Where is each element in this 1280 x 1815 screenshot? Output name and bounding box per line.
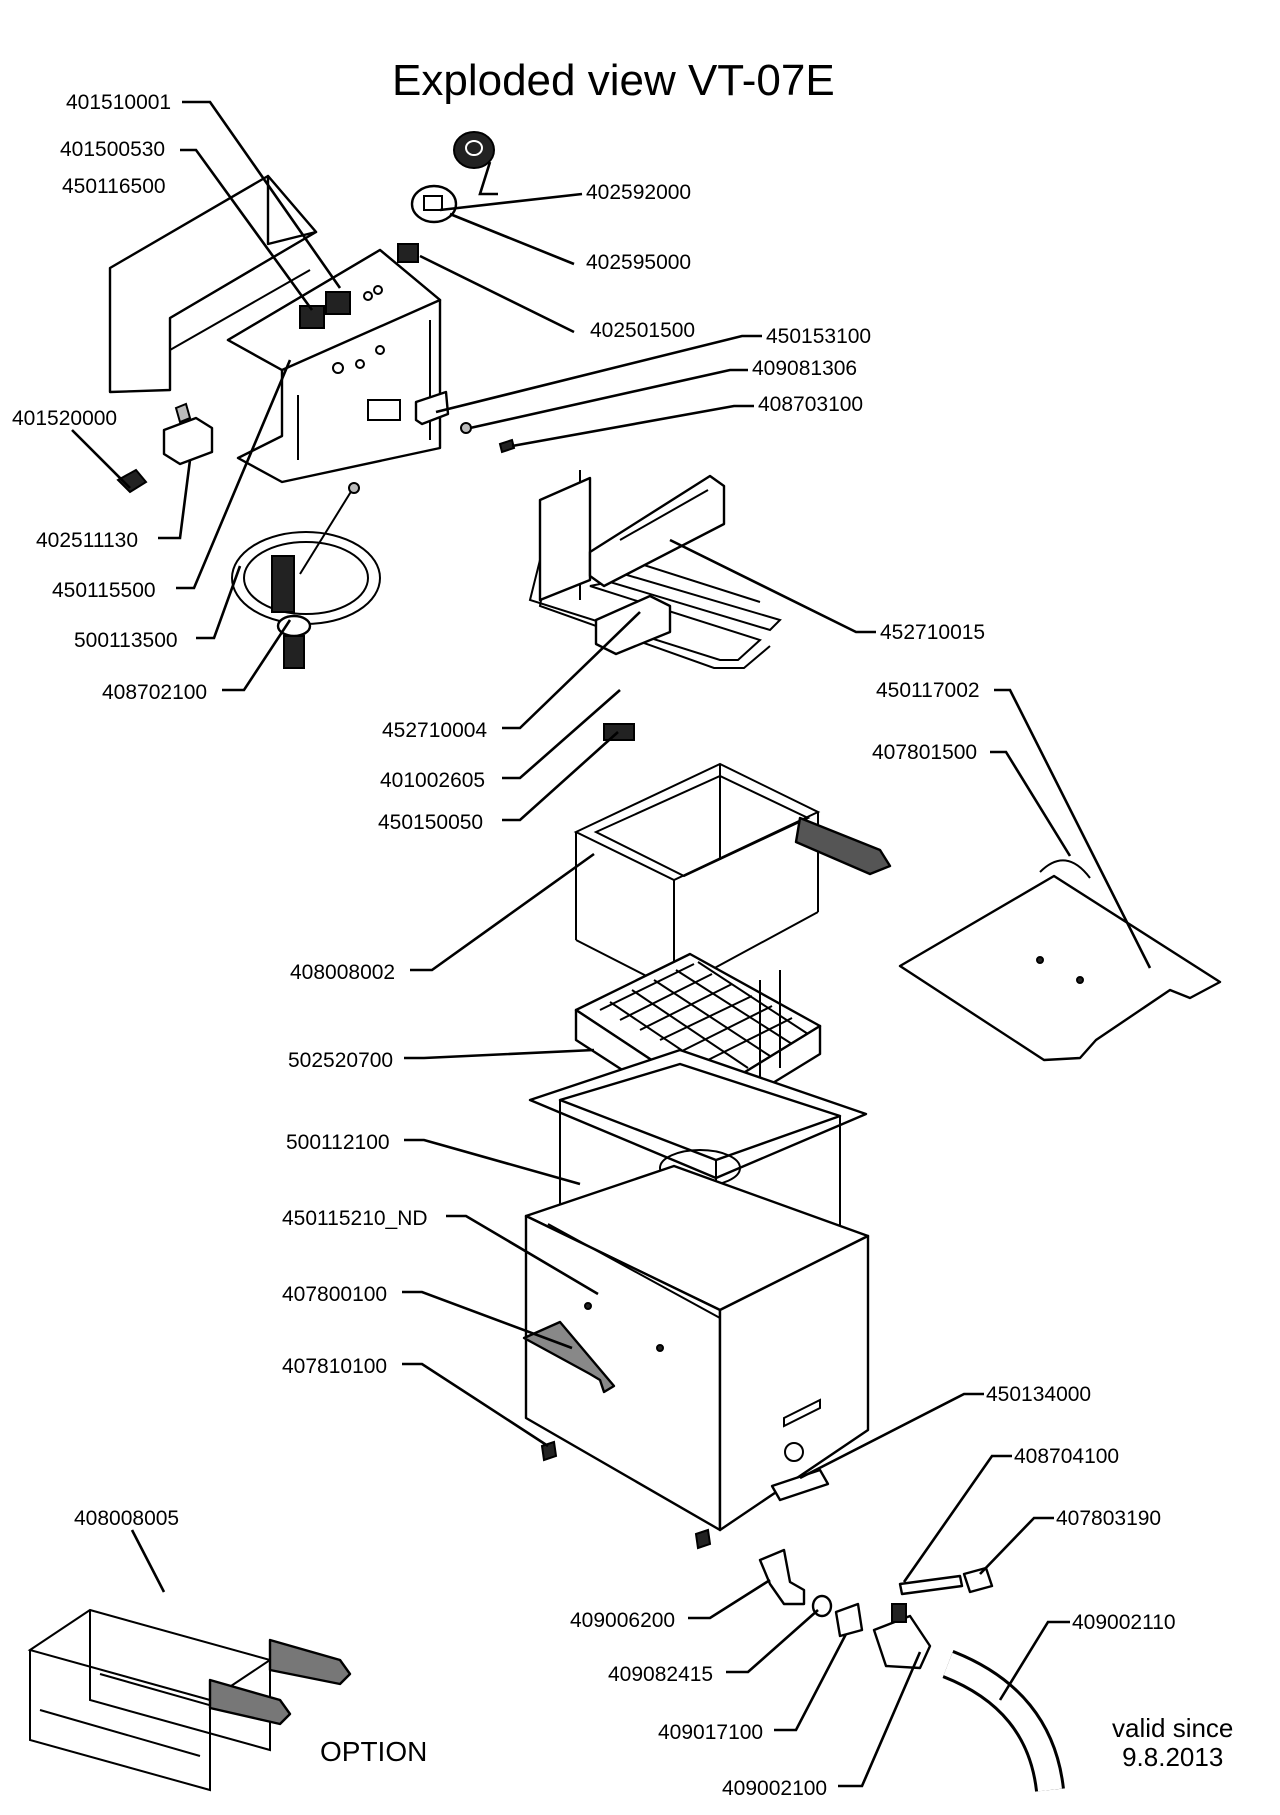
- part-label: 401520000: [12, 407, 118, 430]
- part-label: 409017100: [658, 1721, 764, 1744]
- part-label: 500112100: [286, 1131, 390, 1154]
- part-label: 450115210_ND: [282, 1207, 428, 1230]
- option-label: OPTION: [320, 1736, 428, 1767]
- part-label: 409082415: [608, 1663, 714, 1686]
- leader-lines: [71, 100, 1152, 1788]
- part-label: 401002605: [380, 769, 486, 792]
- part-label: 409081306: [752, 357, 858, 380]
- drain-elbow-part: [758, 1548, 806, 1606]
- part-label: 409002110: [1072, 1611, 1176, 1634]
- part-label: 450115500: [52, 579, 156, 602]
- part-label: 409002100: [722, 1777, 828, 1800]
- part-label: 402501500: [590, 319, 696, 342]
- control-housing-part: [226, 243, 442, 484]
- part-label: 402511130: [36, 529, 138, 552]
- knob-part: [453, 131, 495, 169]
- part-label: 402592000: [586, 181, 692, 204]
- part-label: 407810100: [282, 1355, 388, 1378]
- part-label: 408702100: [102, 681, 208, 704]
- part-label: 450150050: [378, 811, 484, 834]
- part-label: 452710004: [382, 719, 488, 742]
- drain-pin-part: [898, 1574, 964, 1596]
- part-label: 502520700: [288, 1049, 394, 1072]
- back-panel-part: [108, 174, 318, 394]
- part-label: 409006200: [570, 1609, 676, 1632]
- part-label: 452710015: [880, 621, 986, 644]
- part-label: 408703100: [758, 393, 864, 416]
- part-label: 500113500: [74, 629, 178, 652]
- validity-note: valid since 9.8.2013: [1112, 1714, 1233, 1771]
- part-label: 401500530: [60, 138, 166, 161]
- part-label: 450153100: [766, 325, 872, 348]
- outer-housing-part: [524, 1164, 870, 1532]
- power-plug-part: [276, 614, 312, 669]
- part-label: 407800100: [282, 1283, 388, 1306]
- element-bracket-part: [588, 474, 726, 588]
- nut-part: [460, 422, 472, 434]
- option-double-basket-part: [27, 1608, 352, 1792]
- diagram-title: Exploded view VT-07E: [392, 56, 835, 105]
- screw-part: [498, 438, 516, 454]
- foot-rear-part: [694, 1528, 712, 1550]
- bracket-part: [414, 390, 450, 426]
- thermostat-part: [162, 402, 214, 466]
- sensor-ring-part: [231, 482, 381, 625]
- part-label: 408704100: [1014, 1445, 1120, 1468]
- part-label: 450134000: [986, 1383, 1092, 1406]
- drain-hose-part: [942, 1650, 1065, 1793]
- nipple-part: [834, 1602, 864, 1638]
- part-label: 450117002: [876, 679, 980, 702]
- lid-handle-part: [1039, 859, 1091, 879]
- part-label: 402595000: [586, 251, 692, 274]
- part-label: 450116500: [62, 175, 166, 198]
- part-label: 408008005: [74, 1507, 180, 1530]
- part-label: 408008002: [290, 961, 396, 984]
- part-label: 407801500: [872, 741, 978, 764]
- switch-part: [116, 468, 148, 494]
- frying-basket-part: [573, 762, 892, 1000]
- part-label: 401510001: [66, 91, 172, 114]
- part-label: 407803190: [1056, 1507, 1162, 1530]
- foot-part: [540, 1440, 558, 1462]
- validity-note-line2: 9.8.2013: [1122, 1741, 1224, 1772]
- knob-bezel-part: [410, 184, 458, 224]
- lid-part: [898, 874, 1222, 1062]
- ball-valve-part: [872, 1603, 932, 1670]
- drain-cap-part: [962, 1566, 994, 1594]
- validity-note-line1: valid since: [1112, 1713, 1234, 1743]
